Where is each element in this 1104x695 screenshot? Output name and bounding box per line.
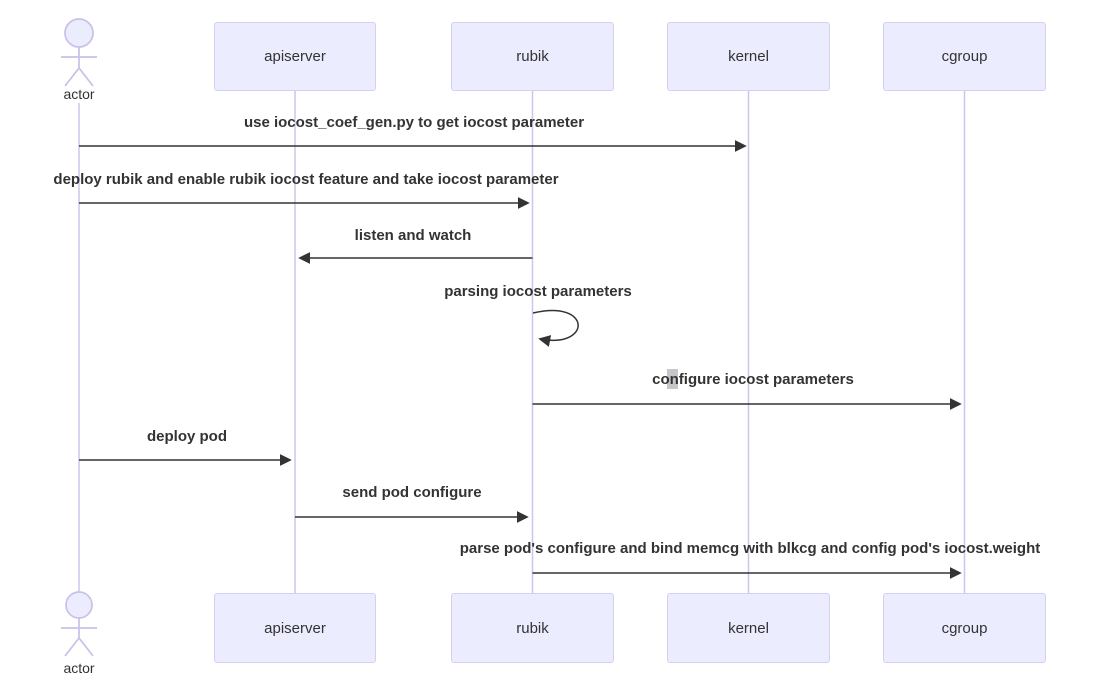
lifelines (78, 91, 966, 593)
participant-label: apiserver (264, 619, 326, 637)
participant-box-kernel-bottom: kernel (667, 593, 830, 663)
participant-label: cgroup (941, 619, 988, 637)
participant-label: cgroup (941, 48, 988, 65)
participant-label: kernel (728, 619, 769, 637)
participant-box-cgroup-bottom: cgroup (883, 593, 1046, 663)
actor-head-icon (65, 591, 93, 619)
message-self-loop-4 (532, 309, 579, 347)
message-label-5: configure iocost parameters (652, 371, 854, 388)
participant-box-apiserver-top: apiserver (214, 22, 376, 91)
text-highlight-artifact (667, 369, 678, 389)
participant-box-kernel-top: kernel (667, 22, 830, 91)
message-arrows (79, 140, 962, 579)
message-label-4: parsing iocost parameters (444, 283, 632, 300)
actor-head-icon (64, 18, 94, 48)
participant-box-apiserver-bottom: apiserver (214, 593, 376, 663)
actor-label-bottom: actor (63, 660, 95, 676)
participant-box-rubik-top: rubik (451, 22, 614, 91)
participant-label: apiserver (264, 48, 326, 65)
message-label-7: send pod configure (342, 484, 482, 501)
message-label-6: deploy pod (147, 428, 227, 445)
participant-label: kernel (728, 48, 769, 65)
participant-label: rubik (516, 48, 549, 65)
message-label-1: use iocost_coef_gen.py to get iocost par… (243, 114, 585, 131)
participant-label: rubik (516, 619, 549, 637)
actor-figure-bottom (61, 591, 97, 657)
message-label-8: parse pod's configure and bind memcg wit… (459, 540, 1041, 557)
actor-label-top: actor (63, 86, 95, 102)
message-label-2: deploy rubik and enable rubik iocost fea… (53, 171, 559, 188)
message-label-3: listen and watch (354, 227, 472, 244)
actor-figure-top (61, 18, 97, 87)
participant-box-rubik-bottom: rubik (451, 593, 614, 663)
participant-box-cgroup-top: cgroup (883, 22, 1046, 91)
